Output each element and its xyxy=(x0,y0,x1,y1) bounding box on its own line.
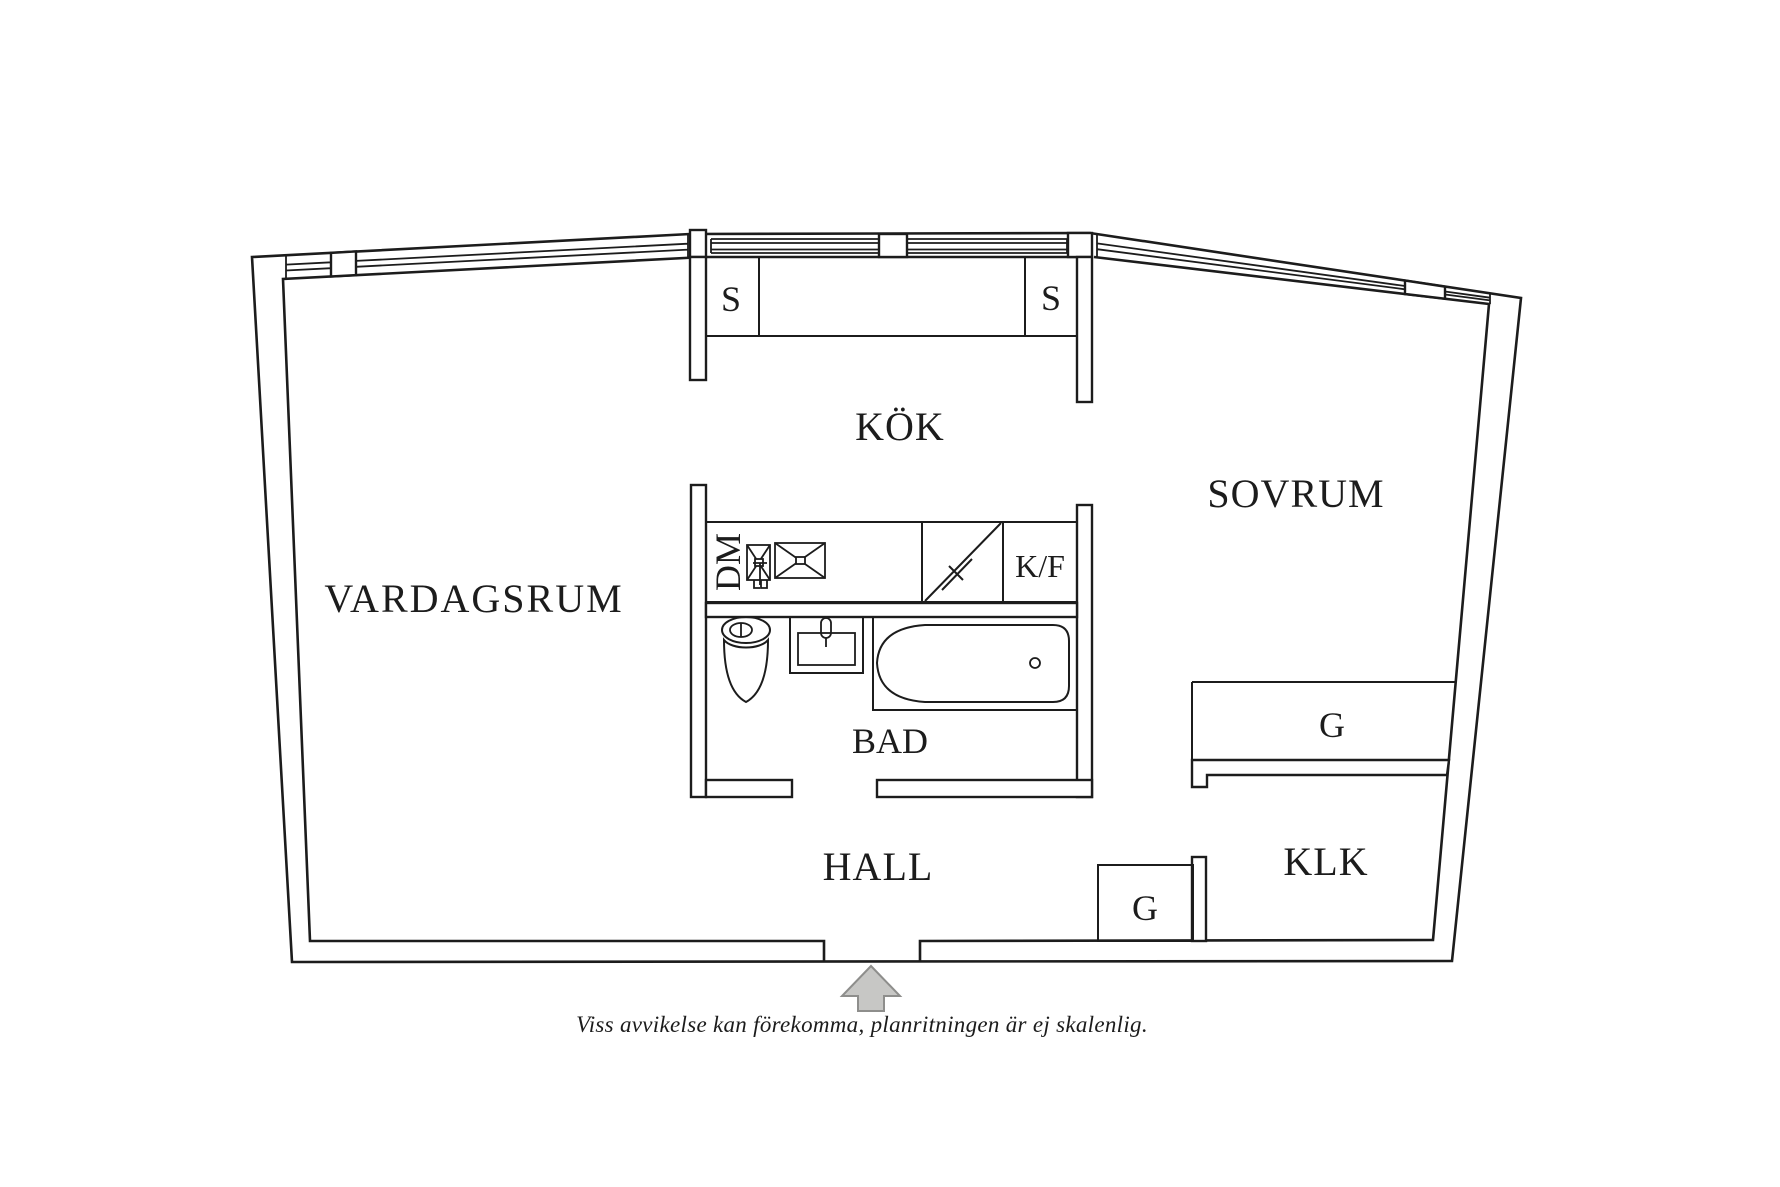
bathroom-sink-box xyxy=(789,616,864,674)
label-closet-right: S xyxy=(1041,278,1061,318)
label-wardrobe-bedroom: G xyxy=(1319,705,1345,745)
toilet-bowl xyxy=(722,637,770,704)
bathroom-sink-basin xyxy=(797,632,856,666)
bath-north-wall xyxy=(704,601,1079,619)
kitchen-faucet-icon xyxy=(753,562,768,589)
bedroom-window-small xyxy=(1444,286,1491,305)
kitchen-counter-dividers xyxy=(921,522,1004,602)
klk-west-pier xyxy=(1190,855,1208,943)
living-room-window-large xyxy=(355,234,689,276)
wall-living-kitchen xyxy=(688,255,708,382)
bathroom-sink xyxy=(789,616,864,674)
label-walk-in-closet: KLK xyxy=(1283,839,1368,884)
windows xyxy=(285,232,1491,305)
wall-living-kitchen-pier xyxy=(688,228,708,259)
window-pier-kitchen xyxy=(877,232,909,259)
sink-basin-small xyxy=(746,544,771,581)
sink-basin-large xyxy=(774,542,826,579)
bath-south-wall-right xyxy=(875,778,1094,799)
bathtub-icon xyxy=(872,616,1078,711)
window-pier-living xyxy=(329,250,358,278)
toilet-icon xyxy=(721,616,771,704)
label-living-room: VARDAGSRUM xyxy=(324,576,623,621)
wall-kitchen-bedroom-pier xyxy=(1066,231,1094,259)
label-bedroom: SOVRUM xyxy=(1207,471,1384,516)
labels: VARDAGSRUM KÖK SOVRUM BAD HALL KLK S S D… xyxy=(324,278,1384,1037)
label-dishwasher: DM xyxy=(708,533,748,591)
wall-kitchen-bedroom xyxy=(1075,255,1094,404)
bathtub-box xyxy=(872,616,1078,711)
bedroom-wardrobe xyxy=(1191,681,1456,760)
kitchen-counter xyxy=(705,521,1078,603)
interior-walls xyxy=(688,228,1451,943)
bathtub-drain xyxy=(1029,657,1041,669)
label-wardrobe-hall: G xyxy=(1132,888,1158,928)
kitchen-window-right xyxy=(906,238,1068,254)
label-fridge-freezer: K/F xyxy=(1015,548,1065,584)
label-hall: HALL xyxy=(823,844,934,889)
klk-north-wall xyxy=(1190,758,1451,789)
kitchen-closet-band xyxy=(706,257,1077,337)
label-bathroom: BAD xyxy=(852,721,928,761)
bathroom-faucet-icon xyxy=(820,617,832,639)
entrance-arrow-icon xyxy=(839,964,903,1012)
kitchen-fixtures xyxy=(705,521,1078,603)
bath-south-wall-left xyxy=(704,778,794,799)
kitchen-window-left xyxy=(710,238,880,254)
closets xyxy=(706,257,1456,942)
bedroom-window-large xyxy=(1096,234,1406,294)
bathtub-shape xyxy=(875,624,1070,703)
toilet-cistern xyxy=(721,616,771,644)
stove-icon xyxy=(924,522,1002,602)
sink-basin-large-drain xyxy=(795,556,806,565)
bath-block-west-wall xyxy=(689,483,708,799)
entrance xyxy=(839,964,903,1012)
living-room-window-small xyxy=(285,252,332,279)
disclaimer-caption: Viss avvikelse kan förekomma, planritnin… xyxy=(576,1012,1148,1037)
hall-wardrobe xyxy=(1097,864,1194,942)
label-kitchen: KÖK xyxy=(855,404,945,449)
window-pier-bedroom xyxy=(1403,279,1447,301)
bath-block-east-wall xyxy=(1075,503,1094,799)
bathroom-fixtures xyxy=(721,616,1078,711)
kitchen-sink xyxy=(746,542,826,589)
label-closet-left: S xyxy=(721,279,741,319)
